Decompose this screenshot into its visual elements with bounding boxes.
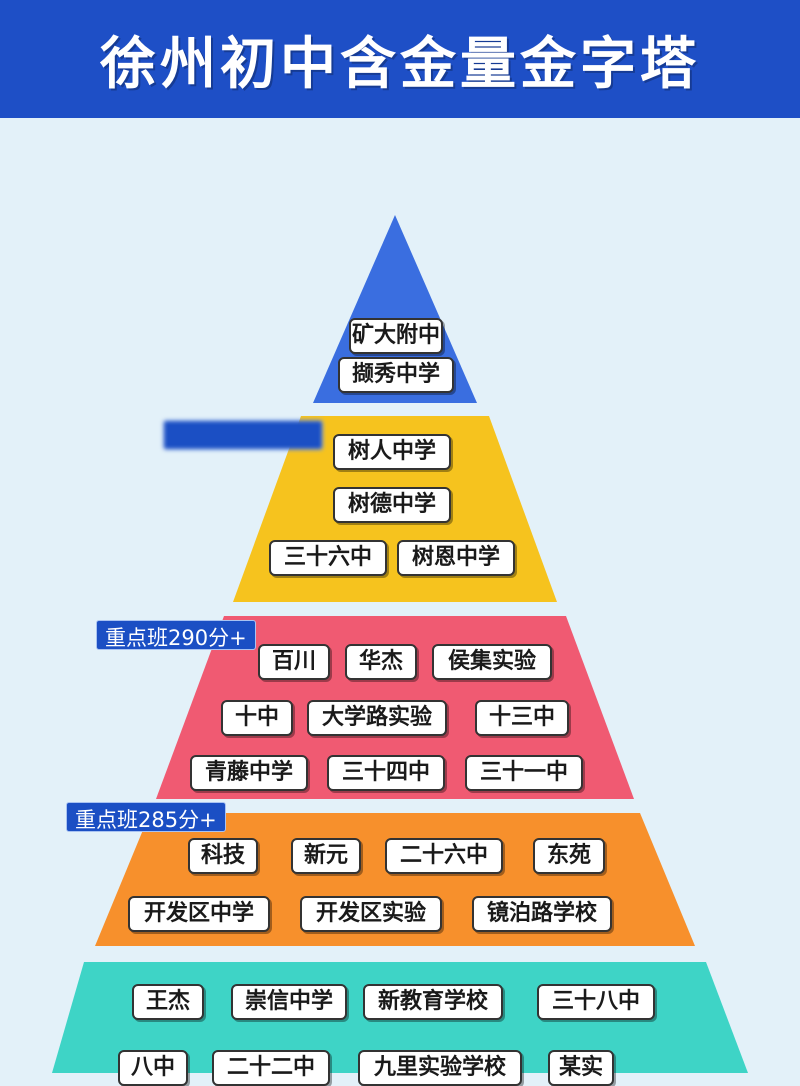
- school-box: 十中: [221, 700, 293, 736]
- school-box: 侯集实验: [432, 644, 552, 680]
- school-box: 三十四中: [327, 755, 445, 791]
- school-box: 华杰: [345, 644, 417, 680]
- school-box: 王杰: [132, 984, 204, 1020]
- tier-3-score-tag: 重点班290分+: [96, 620, 256, 650]
- school-box: 树人中学: [333, 434, 451, 470]
- school-box: 二十六中: [385, 838, 503, 874]
- school-box: 八中: [118, 1050, 188, 1086]
- school-box: 撷秀中学: [338, 357, 454, 393]
- tier-4-score-tag: 重点班285分+: [66, 802, 226, 832]
- school-box: 十三中: [475, 700, 569, 736]
- school-box: 三十六中: [269, 540, 387, 576]
- school-box: 开发区实验: [300, 896, 442, 932]
- school-box: 大学路实验: [307, 700, 447, 736]
- school-box: 青藤中学: [190, 755, 308, 791]
- tier-1-shape: [313, 215, 477, 403]
- tier-2-score-tag: [163, 420, 323, 450]
- school-box: 树恩中学: [397, 540, 515, 576]
- school-box: 百川: [258, 644, 330, 680]
- school-box: 某实: [548, 1050, 614, 1086]
- school-box: 科技: [188, 838, 258, 874]
- school-box: 开发区中学: [128, 896, 270, 932]
- school-box: 三十八中: [537, 984, 655, 1020]
- school-box: 崇信中学: [231, 984, 347, 1020]
- school-box: 九里实验学校: [358, 1050, 522, 1086]
- school-box: 树德中学: [333, 487, 451, 523]
- school-box: 二十二中: [212, 1050, 330, 1086]
- school-box: 新元: [291, 838, 361, 874]
- school-box: 镜泊路学校: [472, 896, 612, 932]
- school-box: 东苑: [533, 838, 605, 874]
- page-title: 徐州初中含金量金字塔: [100, 31, 700, 97]
- school-box: 新教育学校: [363, 984, 503, 1020]
- school-box: 矿大附中: [349, 318, 443, 354]
- header-banner: 徐州初中含金量金字塔: [0, 0, 800, 118]
- school-box: 三十一中: [465, 755, 583, 791]
